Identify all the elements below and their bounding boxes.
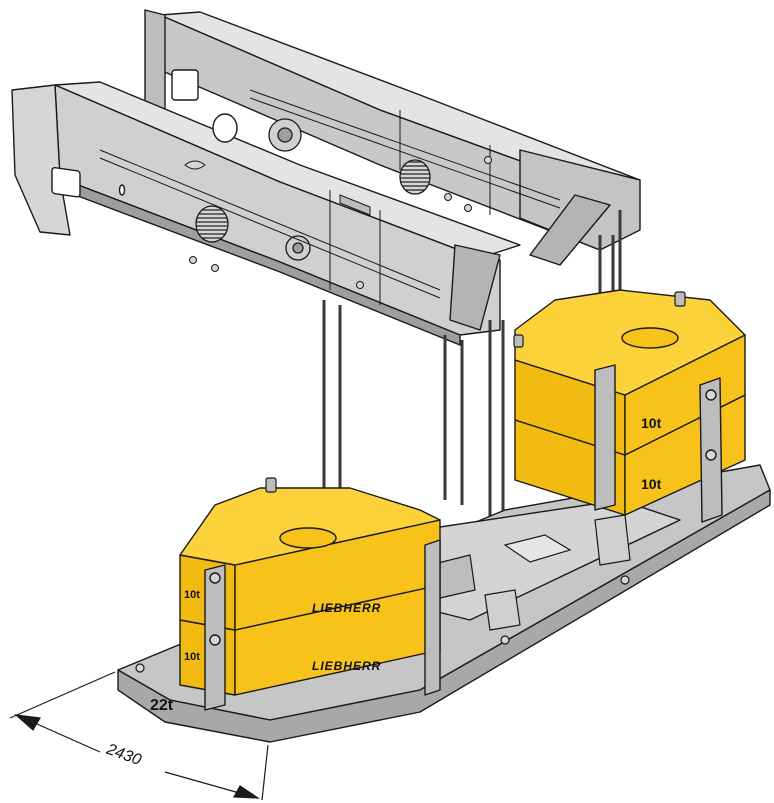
extension-line-left [9, 671, 116, 719]
rear-slab-lower-weight-label: 10t [641, 476, 662, 492]
dimension-arrow-right [233, 785, 261, 799]
front-plate-window [51, 166, 81, 198]
front-cable-drum-hub [292, 242, 304, 254]
rear-window [171, 69, 199, 101]
dimension-arrow-left [14, 714, 41, 731]
lifting-lugs [265, 291, 686, 493]
front-slab-lower-brand-label: LIEBHERR [312, 659, 381, 673]
front-diagonal-brace [449, 244, 501, 331]
rear-cable-drum-hub [277, 127, 293, 143]
front-vent-grille [195, 205, 229, 243]
front-end-plate [11, 84, 71, 236]
extension-line-right [261, 744, 269, 801]
frame-bolts [189, 156, 492, 289]
brand-labels: LIEBHERR LIEBHERR [312, 601, 381, 673]
superstructure-frame [11, 9, 641, 346]
weight-labels: 10t 10t 10t 10t 22t [150, 415, 662, 714]
front-right-clamp [424, 539, 441, 696]
rear-slab-top-recess [621, 327, 679, 349]
front-slab-top [179, 487, 441, 566]
rear-end-plate [144, 9, 166, 111]
vent-grilles [195, 159, 431, 243]
front-slab-lower-weight-label: 10t [184, 651, 200, 663]
rear-slab-upper-weight-label: 10t [641, 415, 662, 431]
dimension-line-right [164, 771, 251, 797]
front-slab-top-recess [279, 527, 337, 549]
front-ballast-stack [179, 487, 441, 711]
base-plate-weight-label: 22t [150, 697, 174, 714]
front-slab-upper-weight-label: 10t [184, 589, 200, 601]
rear-round-window [212, 113, 238, 143]
dimension-line-left [27, 719, 101, 753]
dimension-value-label: 2430 [103, 741, 143, 770]
base-plate-front-face [117, 489, 771, 743]
front-slab-upper-brand-label: LIEBHERR [312, 601, 381, 615]
deck-fittings [135, 514, 631, 673]
rear-side-clamp [594, 364, 616, 511]
dimension-line [9, 671, 269, 801]
rear-vent-grille [399, 159, 431, 195]
front-plate-slot [118, 184, 126, 196]
rear-ballast-stack [514, 289, 746, 523]
rear-diagonal-brace [529, 194, 611, 266]
